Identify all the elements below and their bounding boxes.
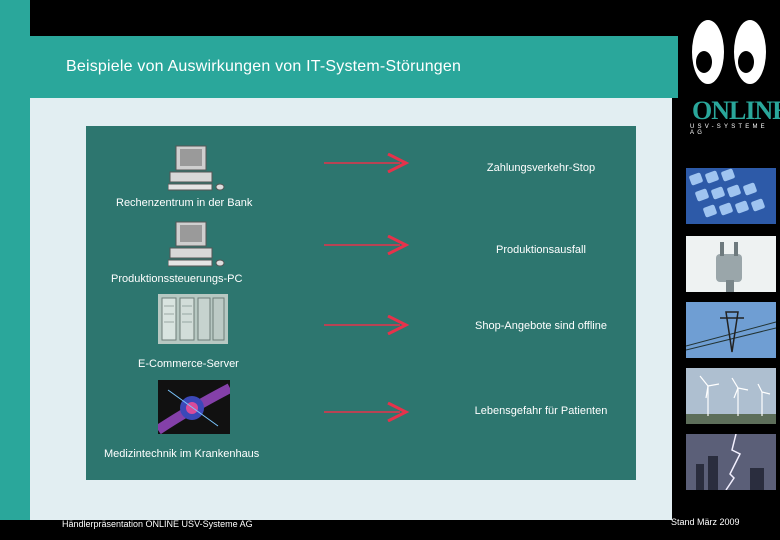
desktop-computer-icon	[168, 221, 225, 267]
effect-label-danger: Lebensgefahr für Patienten	[474, 405, 608, 417]
main-content-panel: Rechenzentrum in der Bank Zahlungsverkeh…	[86, 126, 636, 480]
source-label-bank: Rechenzentrum in der Bank	[116, 197, 253, 209]
keyboard-photo	[686, 168, 776, 224]
footer-date: Stand März 2009	[671, 517, 740, 527]
top-black-bar	[30, 0, 672, 36]
arrow-right-icon	[324, 315, 410, 335]
company-tagline: USV-SYSTEME AG	[690, 124, 768, 136]
slide-title: Beispiele von Auswirkungen von IT-System…	[66, 58, 462, 75]
title-bar: Beispiele von Auswirkungen von IT-System…	[18, 36, 678, 98]
effect-label-payment: Zahlungsverkehr-Stop	[486, 162, 596, 174]
effect-label-shop: Shop-Angebote sind offline	[475, 320, 607, 332]
arrow-right-icon	[324, 235, 410, 255]
power-plug-photo	[686, 236, 776, 292]
eyes-logo-icon	[692, 20, 766, 84]
source-label-ecommerce: E-Commerce-Server	[138, 358, 239, 370]
arrow-right-icon	[324, 402, 410, 422]
medical-technology-photo	[158, 380, 230, 434]
effect-label-production: Produktionsausfall	[496, 244, 586, 256]
power-line-photo	[686, 302, 776, 358]
company-logo: ONLINE	[692, 96, 780, 125]
footer-presenter: Händlerpräsentation ONLINE USV-Systeme A…	[62, 519, 253, 529]
desktop-computer-icon	[168, 145, 225, 191]
source-label-production: Produktionssteuerungs-PC	[111, 273, 243, 285]
lightning-photo	[686, 434, 776, 490]
arrow-right-icon	[324, 153, 410, 173]
wind-turbines-photo	[686, 368, 776, 424]
server-room-photo	[158, 294, 228, 344]
source-label-medical: Medizintechnik im Krankenhaus	[104, 448, 260, 460]
